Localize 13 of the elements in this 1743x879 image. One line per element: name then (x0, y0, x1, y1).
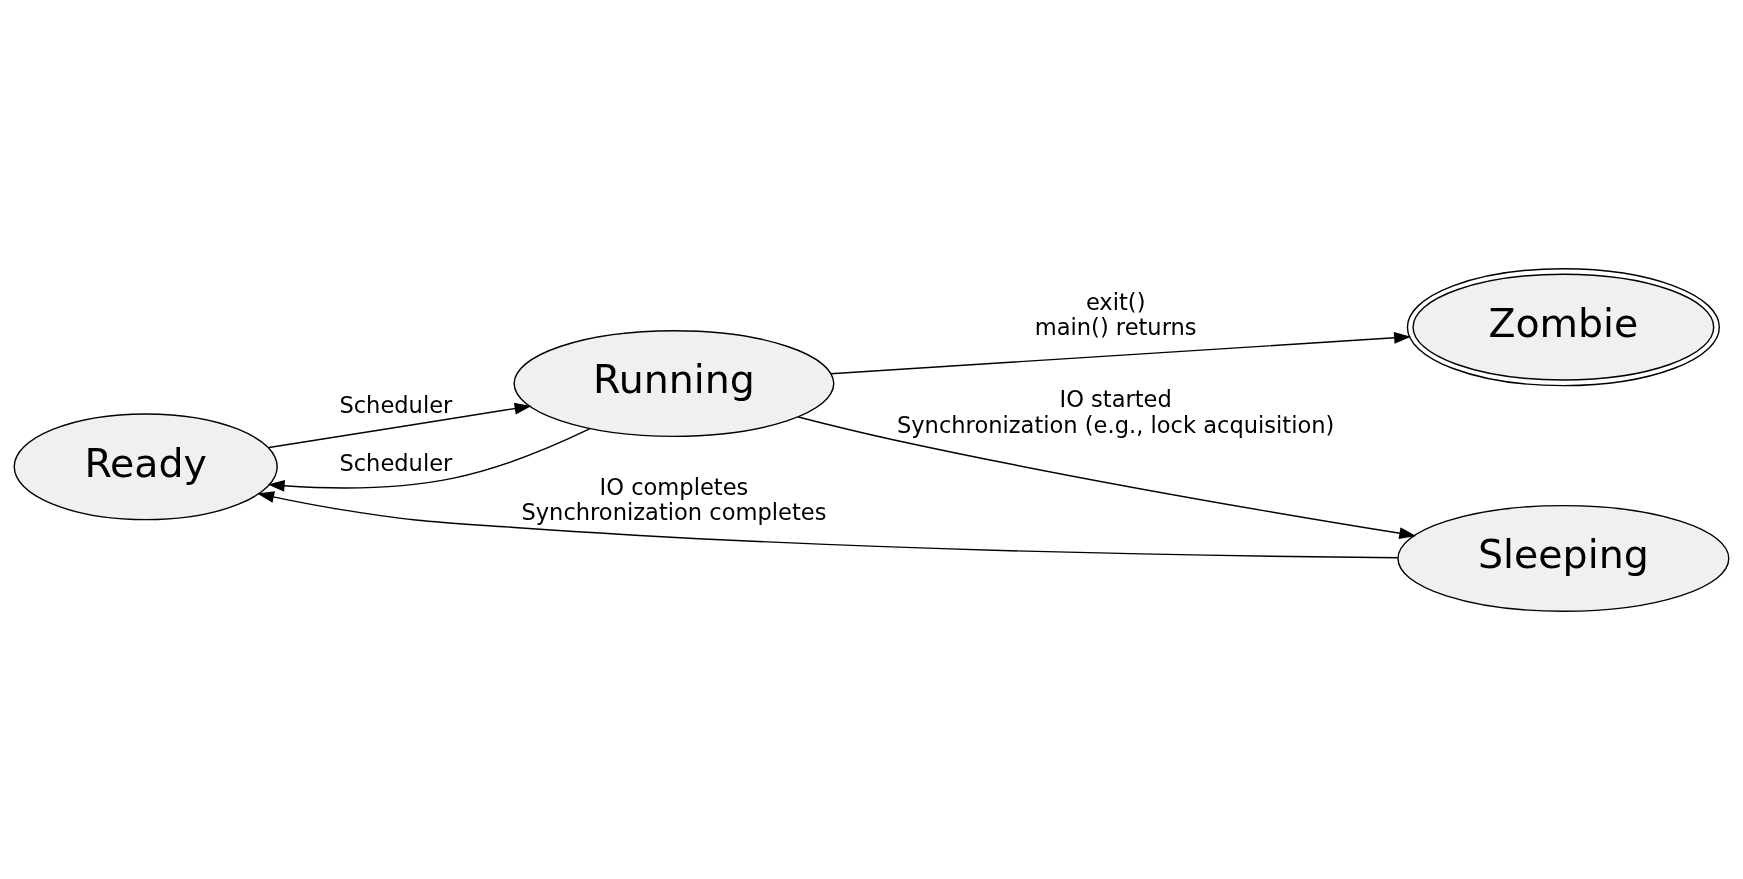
arrow (797, 415, 1417, 539)
edge-label: main() returns (1034, 313, 1197, 340)
edge-label: IO started (1059, 385, 1172, 412)
arrow (830, 331, 1412, 374)
arrow (257, 490, 1399, 558)
edge-label: Scheduler (339, 391, 453, 418)
node-ellipse: Zombie (1406, 267, 1721, 386)
edge-label: Synchronization (e.g., lock acquisition) (896, 411, 1335, 438)
arrow (267, 427, 591, 492)
edge-label: IO completes (599, 473, 749, 500)
arrow (268, 402, 532, 448)
edge-label: exit() (1085, 288, 1146, 315)
edge-label: Scheduler (339, 449, 453, 476)
